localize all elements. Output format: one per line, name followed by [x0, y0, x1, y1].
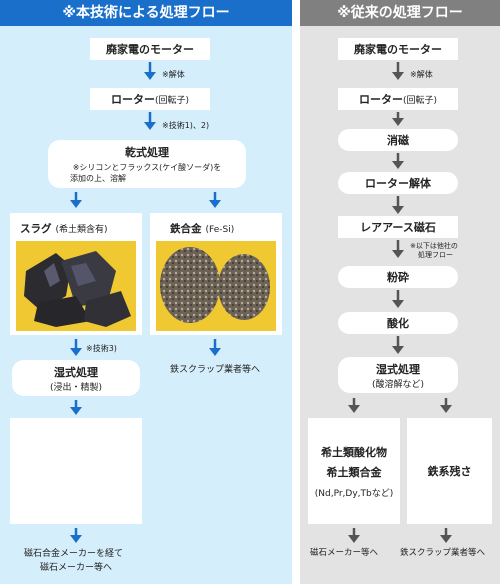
- right-step-oxidize-text: 酸化: [387, 317, 409, 330]
- left-step-waste-motor: 廃家電のモーター: [90, 38, 210, 60]
- right-step-rotor-text: ローター: [358, 93, 403, 106]
- alloy-photo: [156, 241, 276, 331]
- right-step-demagnetize: 消磁: [338, 129, 458, 151]
- dry-process-title: 乾式処理: [125, 146, 169, 159]
- left-wet-title: 湿式処理: [54, 365, 98, 379]
- right-arrow-6: [392, 290, 404, 308]
- right-step-rotor-dismantle: ローター解体: [338, 172, 458, 194]
- right-step-crush-text: 粉砕: [387, 271, 409, 284]
- left-arrow-final: [70, 528, 82, 543]
- left-arrow-to-slag: [70, 192, 82, 208]
- right-step-rotor-dismantle-text: ローター解体: [365, 177, 431, 190]
- left-output-blank-box: [10, 418, 142, 524]
- oxide-line-2: 希土類合金: [326, 465, 382, 479]
- dry-process-note-1: ※シリコンとフラックス(ケイ酸ソーダ)を: [72, 163, 222, 172]
- left-arrow-1: [144, 62, 156, 80]
- right-step-demagnetize-text: 消磁: [387, 134, 409, 147]
- left-arrow-2: [144, 112, 156, 130]
- slag-image: [24, 251, 131, 327]
- left-arrow-to-alloy: [209, 192, 221, 208]
- new-process-panel: ※本技術による処理フロー 廃家電のモーター ※解体 ローター(回転子) ※技術1…: [0, 0, 292, 584]
- iron-residue-text: 鉄系残さ: [427, 465, 472, 478]
- right-arrow-to-iron: [440, 398, 452, 413]
- final-destination-2: 磁石メーカー等へ: [40, 563, 113, 573]
- right-step-rare-earth-magnet-text: レアアース磁石: [360, 221, 436, 234]
- right-arrow-1: [392, 62, 404, 80]
- right-wet-sub: (酸溶解など): [371, 379, 425, 390]
- right-step-crush: 粉砕: [338, 266, 458, 288]
- right-arrow-to-oxide: [348, 398, 360, 413]
- left-wet-sub: (浸出・精製): [49, 382, 103, 393]
- right-rare-earth-oxide-box: 希土類酸化物 希土類合金 (Nd,Pr,Dy,Tbなど): [308, 418, 400, 524]
- right-arrow-iron-dest: [440, 528, 452, 543]
- left-note-dismantle: ※解体: [162, 70, 185, 79]
- alloy-label-text: 鉄合金: [170, 223, 202, 235]
- left-note-tech12: ※技術1)、2): [162, 121, 210, 130]
- slag-card: スラグ(希土類含有): [10, 213, 142, 335]
- oxide-line-3: (Nd,Pr,Dy,Tbなど): [314, 488, 394, 499]
- left-dry-process: 乾式処理 ※シリコンとフラックス(ケイ酸ソーダ)を 添加の上、溶解: [48, 140, 246, 188]
- left-arrow-wet-out: [70, 400, 82, 415]
- right-step-waste-motor: 廃家電のモーター: [338, 38, 458, 60]
- right-step-waste-motor-text: 廃家電のモーター: [354, 43, 442, 56]
- conventional-header: ※従来の処理フロー: [300, 0, 500, 26]
- conventional-process-panel: ※従来の処理フロー 廃家電のモーター ※解体 ローター(回転子) 消磁 ローター…: [300, 0, 500, 584]
- left-step-waste-motor-text: 廃家電のモーター: [106, 43, 194, 56]
- right-arrow-7: [392, 336, 404, 354]
- right-arrow-4: [392, 196, 404, 214]
- right-step-rotor-sub: (回転子): [402, 95, 438, 106]
- right-arrow-2: [392, 112, 404, 126]
- alloy-label-sub: (Fe-Si): [205, 225, 235, 235]
- right-note-other-company-2: 処理フロー: [418, 251, 453, 259]
- left-step-rotor-text: ローター: [110, 93, 155, 106]
- dry-process-note-2: 添加の上、溶解: [70, 174, 126, 183]
- left-step-rotor-sub: (回転子): [154, 95, 190, 106]
- slag-label-text: スラグ: [20, 223, 52, 235]
- alloy-label: 鉄合金(Fe-Si): [170, 221, 234, 236]
- final-destination-1: 磁石合金メーカーを経て: [24, 549, 124, 559]
- right-arrow-3: [392, 153, 404, 169]
- right-arrow-oxide-dest: [348, 528, 360, 543]
- slag-label: スラグ(希土類含有): [20, 221, 108, 236]
- alloy-destination: 鉄スクラップ業者等へ: [170, 365, 261, 375]
- right-wet-process: 湿式処理 (酸溶解など): [338, 357, 458, 393]
- right-note-other-company-1: ※以下は他社の: [410, 242, 458, 250]
- right-step-rotor: ローター(回転子): [338, 88, 458, 110]
- oxide-line-1: 希土類酸化物: [321, 445, 387, 459]
- left-wet-process: 湿式処理 (浸出・精製): [12, 360, 140, 396]
- right-step-oxidize: 酸化: [338, 312, 458, 334]
- right-step-rare-earth-magnet: レアアース磁石: [338, 216, 458, 238]
- left-note-tech3: ※技術3): [86, 344, 117, 353]
- left-arrow-alloy-dest: [209, 339, 221, 356]
- right-dest-magnet-maker: 磁石メーカー等へ: [310, 548, 379, 558]
- slag-photo: [16, 241, 136, 331]
- alloy-image: [160, 247, 270, 323]
- right-iron-residue-box: 鉄系残さ: [407, 418, 492, 524]
- alloy-card: 鉄合金(Fe-Si): [150, 213, 282, 335]
- right-note-other-company: ※以下は他社の 処理フロー: [410, 242, 458, 260]
- right-note-dismantle: ※解体: [410, 70, 433, 79]
- right-dest-iron-scrap: 鉄スクラップ業者等へ: [400, 548, 486, 558]
- left-arrow-to-wet: [70, 339, 82, 356]
- new-process-header: ※本技術による処理フロー: [0, 0, 292, 26]
- right-wet-title: 湿式処理: [376, 362, 420, 376]
- slag-label-sub: (希土類含有): [55, 225, 108, 235]
- left-step-rotor: ローター(回転子): [90, 88, 210, 110]
- right-arrow-5: [392, 240, 404, 258]
